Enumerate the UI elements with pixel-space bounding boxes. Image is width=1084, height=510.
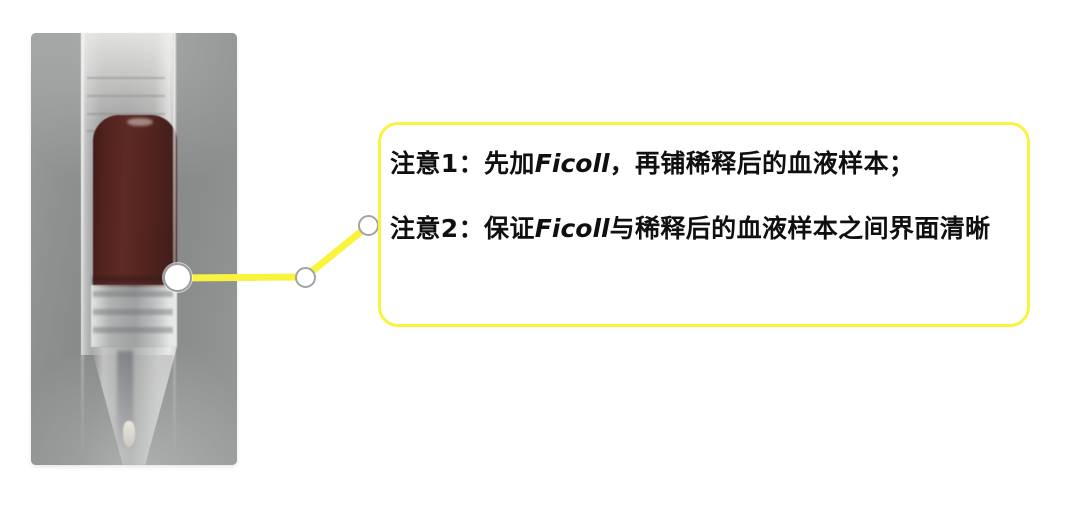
tube-right-edge xyxy=(173,33,176,465)
tube-graduation-band xyxy=(93,309,173,315)
note-1-emphasis: Ficoll xyxy=(534,149,610,178)
tube-left-edge xyxy=(81,33,84,465)
note-1-prefix: 注意1：先加 xyxy=(390,149,535,178)
note-2-suffix: 与稀释后的血液样本之间界面清晰 xyxy=(609,214,991,243)
tube-graduation-band xyxy=(93,327,173,333)
connector-end-circle[interactable] xyxy=(358,215,379,236)
tube-tip-droplet xyxy=(123,421,135,447)
note-item-1: 注意1：先加Ficoll，再铺稀释后的血液样本； xyxy=(390,147,1020,180)
centrifuge-tube-photo xyxy=(31,33,237,465)
tube-graduation-mark xyxy=(87,95,165,97)
tube-graduation-mark xyxy=(87,77,165,79)
ficoll-layer xyxy=(91,285,177,347)
note-2-prefix: 注意2：保证 xyxy=(390,214,535,243)
tube-graduation-band xyxy=(93,291,173,297)
note-2-emphasis: Ficoll xyxy=(534,214,610,243)
interface-marker-circle[interactable] xyxy=(163,263,192,292)
note-list: 注意1：先加Ficoll，再铺稀释后的血液样本； 注意2：保证Ficoll与稀释… xyxy=(390,147,1020,245)
note-callout-box: 注意1：先加Ficoll，再铺稀释后的血液样本； 注意2：保证Ficoll与稀释… xyxy=(378,122,1030,327)
note-item-2: 注意2：保证Ficoll与稀释后的血液样本之间界面清晰 xyxy=(390,212,1020,245)
note-1-suffix: ，再铺稀释后的血液样本； xyxy=(609,149,915,178)
connector-elbow-circle[interactable] xyxy=(295,267,316,288)
blood-sample-layer xyxy=(93,115,177,287)
tube-graduation-mark xyxy=(87,113,165,115)
